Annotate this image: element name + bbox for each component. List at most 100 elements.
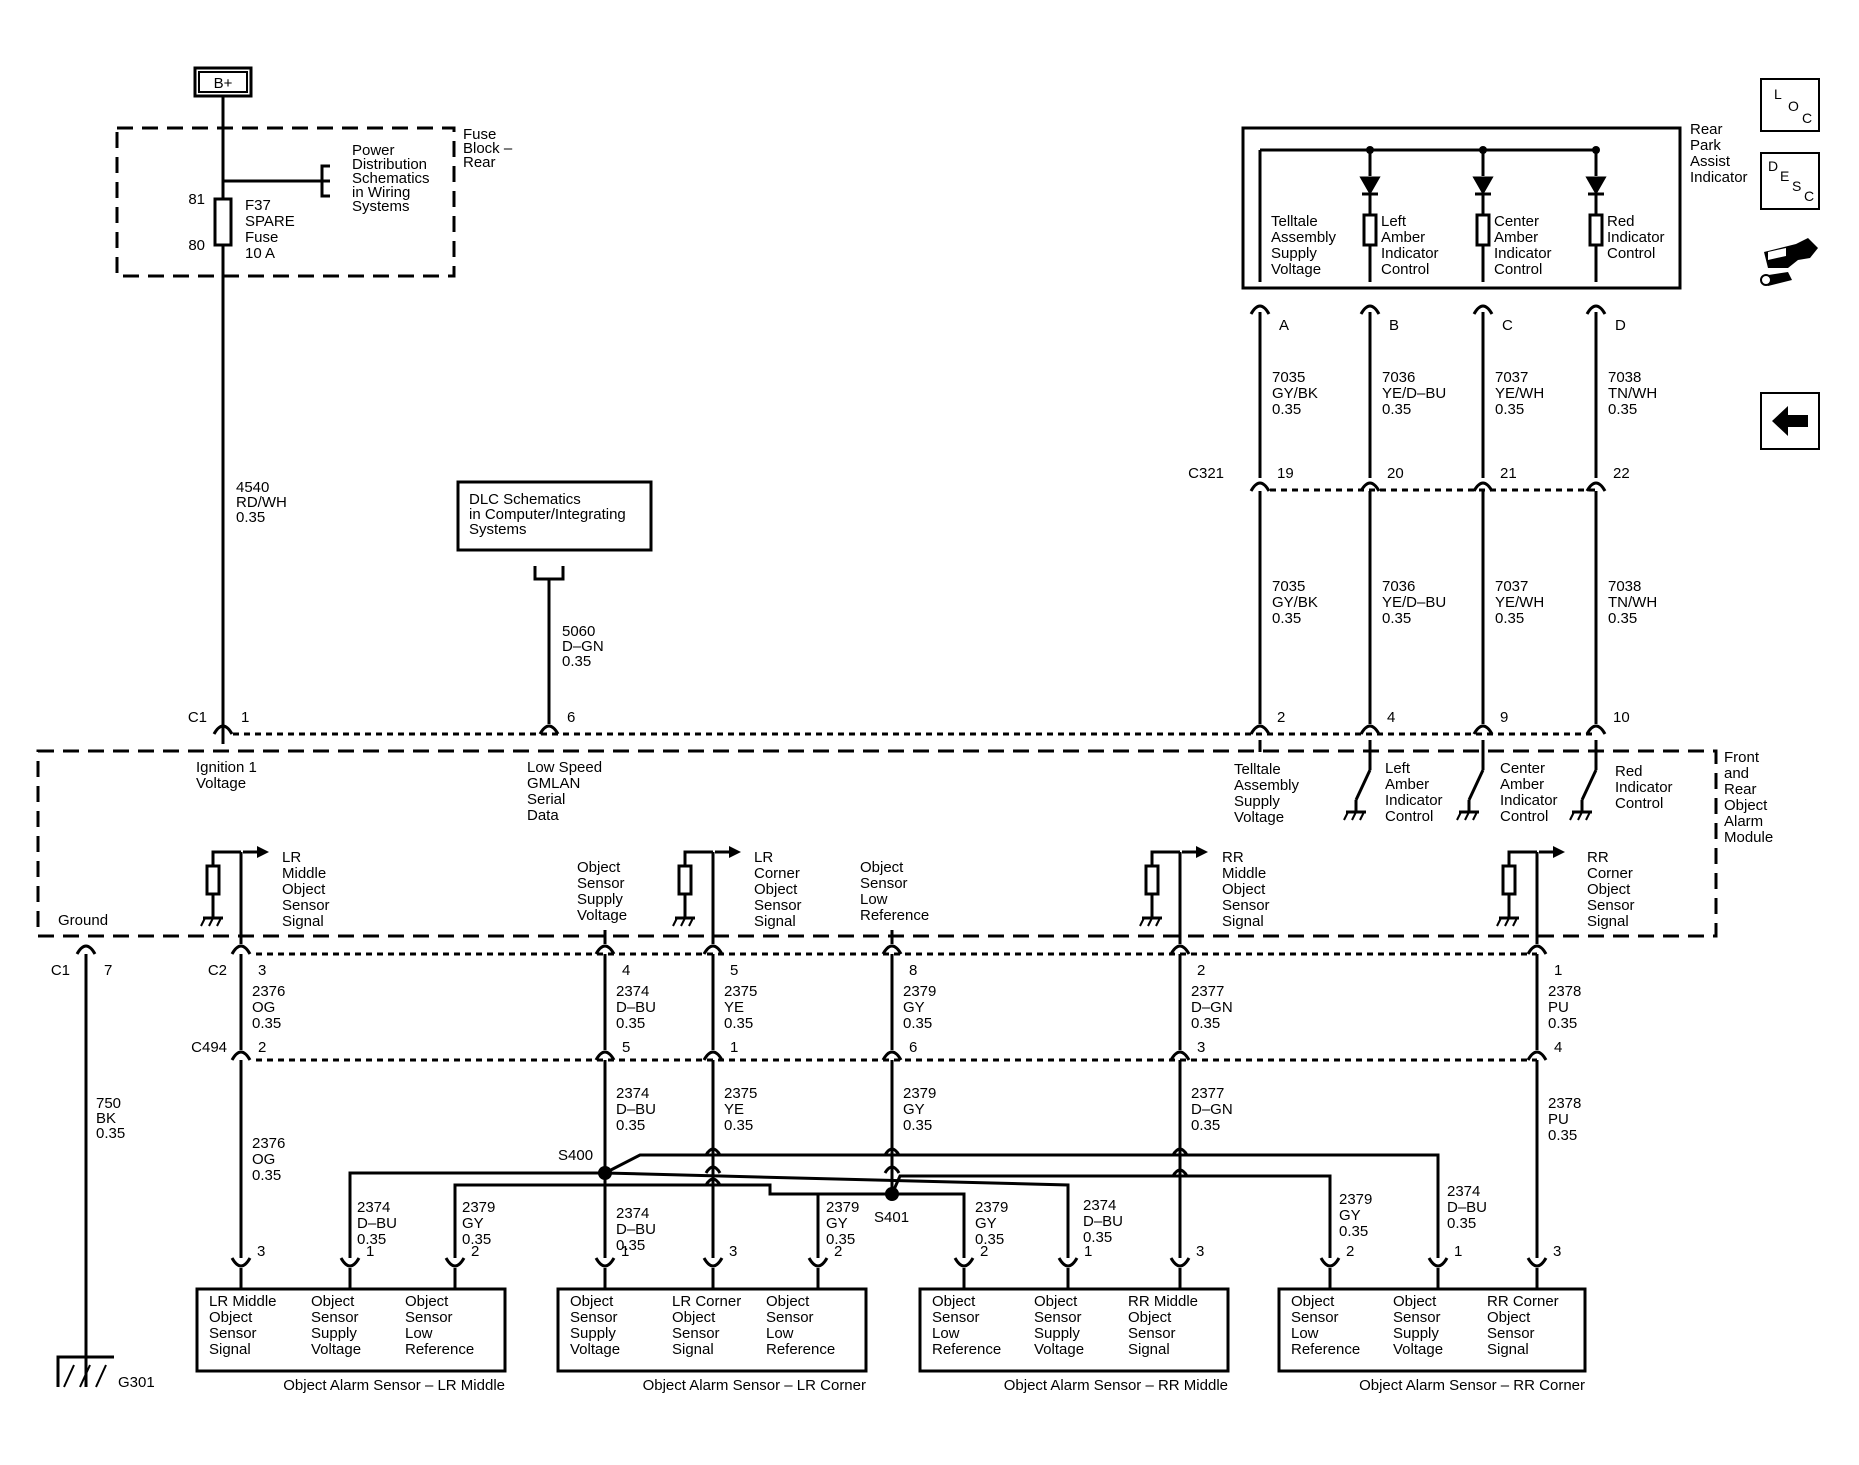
c2-pin: 8: [909, 962, 917, 979]
lrc-ref-label: 2379: [826, 1199, 859, 1216]
c2-wire-label: D–GN: [1191, 999, 1233, 1016]
splice-s401-label: S401: [874, 1209, 909, 1226]
c2-wire-label: D–BU: [616, 999, 656, 1016]
sensor-terminal-label: Low: [932, 1325, 960, 1342]
c1-ground-pin: 7: [104, 962, 112, 979]
ground-g301: [56, 1355, 114, 1387]
tools-button[interactable]: [1758, 232, 1822, 292]
sensor-pin: 1: [1084, 1243, 1092, 1260]
module-lr-mid-label: Sensor: [282, 897, 330, 914]
lrm-supply-label: D–BU: [357, 1215, 397, 1232]
ground-hatch: [200, 917, 206, 927]
indicator-wire-label: 7035: [1272, 369, 1305, 386]
module-ign-label: Ignition 1: [196, 759, 257, 776]
indicator-col-label: Red: [1607, 213, 1635, 230]
sensor-pin: 1: [1454, 1243, 1462, 1260]
sensor-terminal-label: Sensor: [672, 1325, 720, 1342]
ground-hatch: [1359, 811, 1365, 821]
indicator-wire-label2: 0.35: [1608, 610, 1637, 627]
indicator-col-label: Left: [1381, 213, 1407, 230]
switch-arm: [1354, 769, 1372, 801]
rrc-ref-label: 0.35: [1339, 1223, 1368, 1240]
c2-wire-label: 0.35: [1548, 1015, 1577, 1032]
wire-ground-label: 750: [96, 1095, 121, 1112]
connector-terminal: [594, 1050, 616, 1061]
power-dist-ref: Distribution: [352, 156, 427, 173]
module-lowref-label: Low: [860, 891, 888, 908]
module-title: Rear: [1724, 781, 1757, 798]
connector-terminal: [953, 1257, 975, 1268]
desc-d: D: [1768, 158, 1779, 174]
indicator-col-label: Supply: [1271, 245, 1317, 262]
rrm-ref-label: 2379: [975, 1199, 1008, 1216]
rrm-supply-label: 2374: [1083, 1197, 1116, 1214]
module-rr-corner-label: Corner: [1587, 865, 1633, 882]
sensor-terminal-label: Supply: [570, 1325, 616, 1342]
wire-ground-label: BK: [96, 1110, 116, 1127]
connector-terminal: [881, 1050, 903, 1061]
indicator-wire-label2: 0.35: [1272, 610, 1301, 627]
power-dist-ref: in Wiring: [352, 184, 410, 201]
c1-pin-indicator: 10: [1613, 709, 1630, 726]
dlc-bracket: [533, 566, 565, 581]
ground-hatch: [1577, 811, 1583, 821]
connector-terminal: [881, 944, 903, 955]
lowref-to-lrc: [816, 1192, 892, 1258]
connector-terminal: [1169, 1050, 1191, 1061]
splice-s400-label: S400: [558, 1147, 593, 1164]
lrc-ref-label: GY: [826, 1215, 848, 1232]
lowref-to-rrm: [892, 1192, 966, 1258]
c2-wire-label: GY: [903, 999, 925, 1016]
c2-wire-label: 0.35: [252, 1015, 281, 1032]
ground-hatch: [95, 1364, 107, 1388]
lrc-supply-label: 0.35: [616, 1237, 645, 1254]
c494-label: C494: [191, 1039, 227, 1056]
c1-pin-indicator: 2: [1277, 709, 1285, 726]
c2-label: C2: [208, 962, 227, 979]
sensor-terminal-label: Signal: [1487, 1341, 1529, 1358]
indicator-col-label: Amber: [1494, 229, 1538, 246]
sensor-terminal-label: Object: [1034, 1293, 1078, 1310]
module-rr-mid-label: Object: [1222, 881, 1266, 898]
rrc-supply-label: D–BU: [1447, 1199, 1487, 1216]
sensor-terminal-label: Sensor: [1034, 1309, 1082, 1326]
module-gmlan-label: Serial: [527, 791, 565, 808]
sensor-terminal-label: Supply: [1393, 1325, 1439, 1342]
connector-terminal: [807, 1257, 829, 1268]
led-diode-fill: [1475, 178, 1491, 192]
lrm-signal-label: 2376: [252, 1135, 285, 1152]
c2-wire-label: OG: [252, 999, 275, 1016]
connector-terminal: [230, 1050, 252, 1061]
sensor-terminal-label: Voltage: [570, 1341, 620, 1358]
dlc-text: Systems: [469, 521, 527, 538]
sensor-caption-0: Object Alarm Sensor – LR Middle: [283, 1377, 505, 1394]
sensor-terminal-label: Object: [1291, 1293, 1335, 1310]
sensor-terminal-label: Object: [570, 1293, 614, 1310]
module-lr-mid-label: Object: [282, 881, 326, 898]
indicator-wire-label2: YE/WH: [1495, 594, 1544, 611]
sensor-terminal-label: LR Middle: [209, 1293, 277, 1310]
module-rr-corner-label: Sensor: [1587, 897, 1635, 914]
lrc-ref-label: 0.35: [826, 1231, 855, 1248]
rrm-ref-label: 0.35: [975, 1231, 1004, 1248]
indicator-wire-label2: 7037: [1495, 578, 1528, 595]
sensor-terminal-label: Sensor: [209, 1325, 257, 1342]
sensor-terminal-label: Sensor: [1128, 1325, 1176, 1342]
module-title: and: [1724, 765, 1749, 782]
back-button[interactable]: [1760, 392, 1820, 450]
sensor-terminal-label: Object: [311, 1293, 355, 1310]
description-button[interactable]: D E S C: [1760, 152, 1820, 210]
rear-indicator-title: Park: [1690, 137, 1721, 154]
loc-l: L: [1774, 86, 1782, 102]
sensor-terminal-label: Reference: [405, 1341, 474, 1358]
location-button[interactable]: L O C: [1760, 78, 1820, 132]
c2-pin: 1: [1554, 962, 1562, 979]
sensor-pin: 1: [621, 1243, 629, 1260]
module-title: Front: [1724, 749, 1760, 766]
rrm-ref-label: GY: [975, 1215, 997, 1232]
sensor-box-0: [195, 1287, 507, 1373]
module-rr-mid-label: Signal: [1222, 913, 1264, 930]
sensor-pin: 2: [1346, 1243, 1354, 1260]
indicator-col-label: Center: [1494, 213, 1539, 230]
